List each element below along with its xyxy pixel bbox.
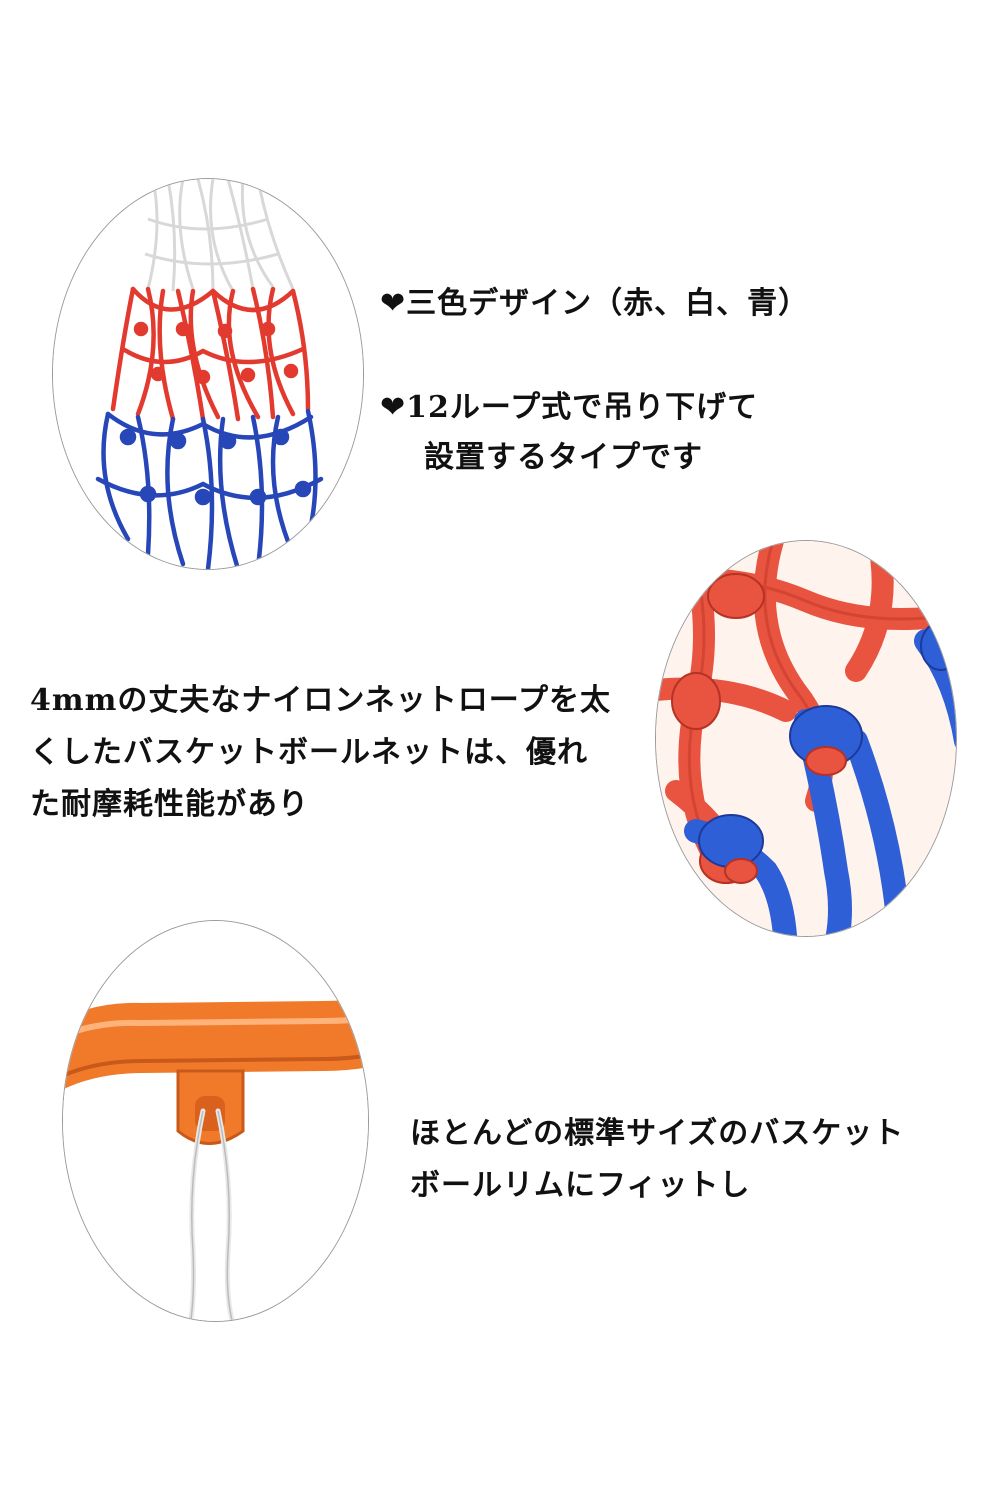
fit-line-2: ボールリムにフィットし: [410, 1168, 751, 1203]
loops-line-1: ❤12ループ式で吊り下げて: [380, 390, 759, 425]
feature-tricolor: ❤三色デザイン（赤、白、青）: [380, 278, 809, 322]
heart-icon: ❤: [380, 286, 407, 321]
heart-icon: ❤: [380, 390, 407, 425]
feature-loops: ❤12ループ式で吊り下げて 設置するタイプです: [380, 383, 758, 483]
durability-line-3: た耐摩耗性能があり: [30, 787, 309, 822]
rope-knot-illustration: [656, 541, 956, 936]
feature-fit: ほとんどの標準サイズのバスケット ボールリムにフィットし: [410, 1108, 904, 1212]
durability-line-2: くしたバスケットボールネットは、優れ: [30, 735, 588, 770]
loops-line-2: 設置するタイプです: [424, 440, 703, 475]
tricolor-net-illustration: [53, 179, 363, 569]
durability-line-1: 4mmの丈夫なナイロンネットロープを太: [30, 683, 611, 718]
rim-hook-illustration: [63, 921, 368, 1321]
net-overview-image: [52, 178, 364, 570]
rim-hook-image: [62, 920, 369, 1322]
fit-line-1: ほとんどの標準サイズのバスケット: [410, 1116, 905, 1151]
tricolor-design-text: ❤三色デザイン（赤、白、青）: [380, 286, 810, 321]
knot-closeup-image: [655, 540, 957, 937]
feature-durability: 4mmの丈夫なナイロンネットロープを太 くしたバスケットボールネットは、優れ た…: [30, 675, 611, 831]
